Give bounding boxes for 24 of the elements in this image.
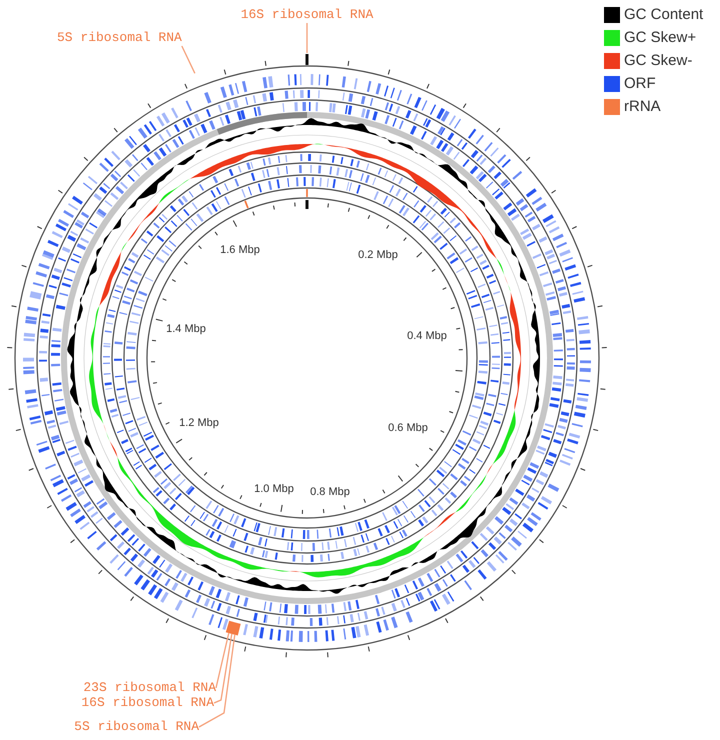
scale-label: 0.8 Mbp [310, 486, 350, 498]
leader-line [181, 46, 196, 74]
leader-line [214, 634, 232, 704]
legend-label: GC Content [624, 6, 704, 24]
feature-label: 23S ribosomal RNA [83, 680, 216, 696]
legend-label: GC Skew- [624, 52, 692, 70]
feature-label: 16S ribosomal RNA [240, 7, 374, 23]
scale-label: 0.6 Mbp [388, 422, 428, 434]
rrna-feature-mark [226, 620, 241, 636]
legend-label: GC Skew+ [624, 29, 696, 47]
scale-label: 0.4 Mbp [407, 330, 447, 342]
scale-label: 0.2 Mbp [358, 248, 398, 262]
leader-line [198, 634, 236, 728]
feature-label: 5S ribosomal RNA [74, 719, 199, 735]
leader-line [215, 632, 230, 688]
scale-label: 1.0 Mbp [254, 482, 294, 496]
leader-line [306, 23, 308, 53]
feature-label: 5S ribosomal RNA [57, 30, 182, 46]
scale-label: 1.6 Mbp [220, 244, 260, 256]
scale-label: 1.2 Mbp [179, 416, 219, 430]
legend-label: rRNA [624, 98, 661, 116]
legend-label: ORF [624, 75, 656, 93]
feature-label: 16S ribosomal RNA [81, 695, 214, 711]
scale-label: 1.4 Mbp [166, 322, 206, 336]
